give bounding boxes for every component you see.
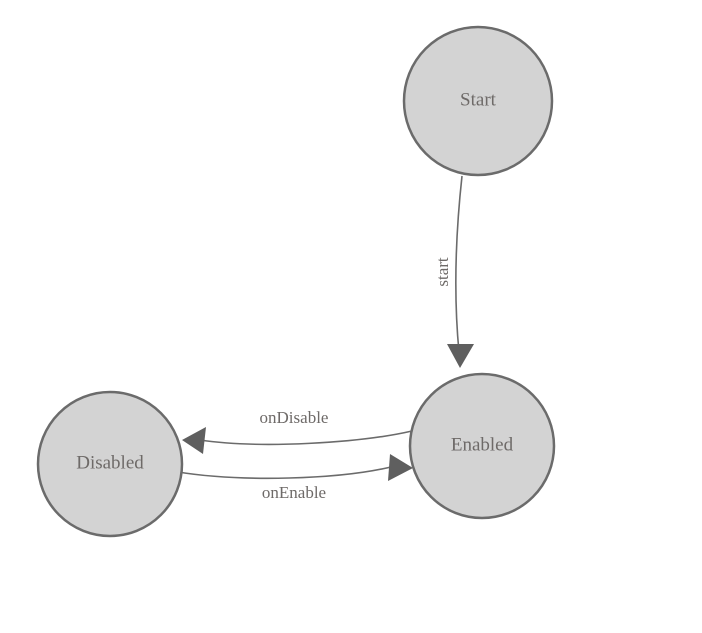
arrowhead-left-icon — [182, 427, 206, 454]
edge-start-to-enabled[interactable]: start — [433, 175, 474, 368]
edge-label-ondisable: onDisable — [260, 408, 329, 427]
state-node-disabled[interactable]: Disabled — [36, 390, 184, 538]
state-node-start-circle — [402, 25, 554, 177]
state-node-disabled-label: Disabled — [76, 452, 144, 473]
arrowhead-right-icon — [388, 454, 413, 481]
edge-line-start-to-enabled — [455, 175, 463, 353]
edge-label-start: start — [433, 257, 452, 287]
edge-label-onenable: onEnable — [262, 483, 326, 502]
edge-enabled-to-disabled[interactable]: onDisable — [182, 408, 413, 454]
state-node-start-label: Start — [460, 89, 497, 110]
edge-line-enabled-to-disabled — [199, 430, 413, 446]
edge-line-disabled-to-enabled — [177, 465, 396, 480]
arrowhead-down-icon — [447, 344, 474, 368]
edge-disabled-to-enabled[interactable]: onEnable — [177, 454, 413, 502]
state-node-enabled-circle — [408, 372, 556, 520]
state-node-start[interactable]: Start — [402, 25, 554, 177]
state-node-enabled-label: Enabled — [451, 434, 514, 455]
state-node-enabled[interactable]: Enabled — [408, 372, 556, 520]
state-node-disabled-circle — [36, 390, 184, 538]
